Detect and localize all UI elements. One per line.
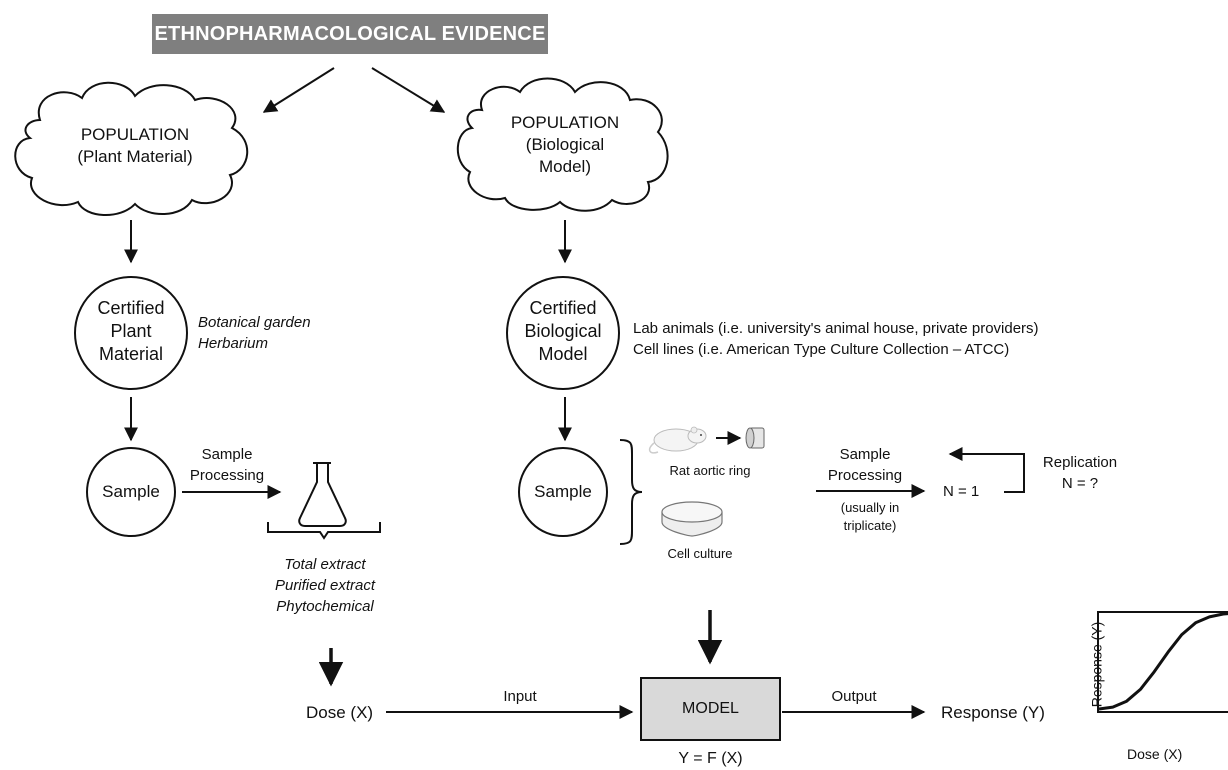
replication-label: Replication N = ? xyxy=(1042,454,1118,492)
rat-icon xyxy=(648,426,707,454)
processing-note: (usually in triplicate) xyxy=(840,500,900,533)
left-processing-label: Sample Processing xyxy=(189,446,265,484)
rat-aortic-ring-label: Rat aortic ring xyxy=(669,463,751,478)
right-processing-label: Sample Processing xyxy=(827,446,903,484)
model-formula: Y = F (X) xyxy=(678,750,743,767)
chart-y-axis-label: Response (Y) xyxy=(1088,621,1105,708)
dose-response-series-line xyxy=(1098,612,1228,711)
page-title: ETHNOPHARMACOLOGICAL EVIDENCE xyxy=(152,14,548,54)
cell-culture-label: Cell culture xyxy=(667,546,733,561)
model-label: MODEL xyxy=(682,700,739,717)
cloud-plant-population xyxy=(14,81,249,217)
petri-dish-icon xyxy=(661,501,723,537)
cloud-bio-population xyxy=(456,77,669,212)
replication-loop-arrow xyxy=(948,447,1025,493)
brace-sample-options xyxy=(619,439,643,545)
dose-response-curve-layer xyxy=(1098,612,1228,711)
dose-response-chart-frame xyxy=(1097,611,1228,713)
bracket-extracts xyxy=(267,522,381,540)
response-label: Response (Y) xyxy=(941,703,1045,722)
circle-certified-plant xyxy=(74,276,188,390)
sample-left-label: Sample xyxy=(102,482,160,501)
output-label: Output xyxy=(831,688,877,705)
extract-types: Total extract Purified extract Phytochem… xyxy=(274,556,376,615)
sample-right-label: Sample xyxy=(534,482,592,501)
dose-label: Dose (X) xyxy=(306,703,374,722)
bio-sources: Lab animals (i.e. university's animal ho… xyxy=(633,320,1039,358)
certified-bio-label: Certified Biological Model xyxy=(524,298,602,364)
circle-certified-bio xyxy=(506,276,620,390)
circle-sample-left xyxy=(86,447,176,537)
circle-sample-right xyxy=(518,447,608,537)
input-label: Input xyxy=(503,688,537,705)
chart-x-axis-label: Dose (X) xyxy=(1127,746,1183,762)
bio-population-label: POPULATION (Biological Model) xyxy=(510,113,620,176)
model-box xyxy=(640,677,781,741)
arrow-title-to-plant xyxy=(262,67,335,113)
certified-plant-label: Certified Plant Material xyxy=(97,298,165,364)
aortic-ring-icon xyxy=(745,427,765,449)
n-equals-one: N = 1 xyxy=(943,483,980,500)
plant-sources: Botanical garden Herbarium xyxy=(198,314,311,352)
plant-population-label: POPULATION (Plant Material) xyxy=(77,125,193,166)
arrow-title-to-bio xyxy=(371,67,446,113)
flask-icon xyxy=(298,462,347,527)
